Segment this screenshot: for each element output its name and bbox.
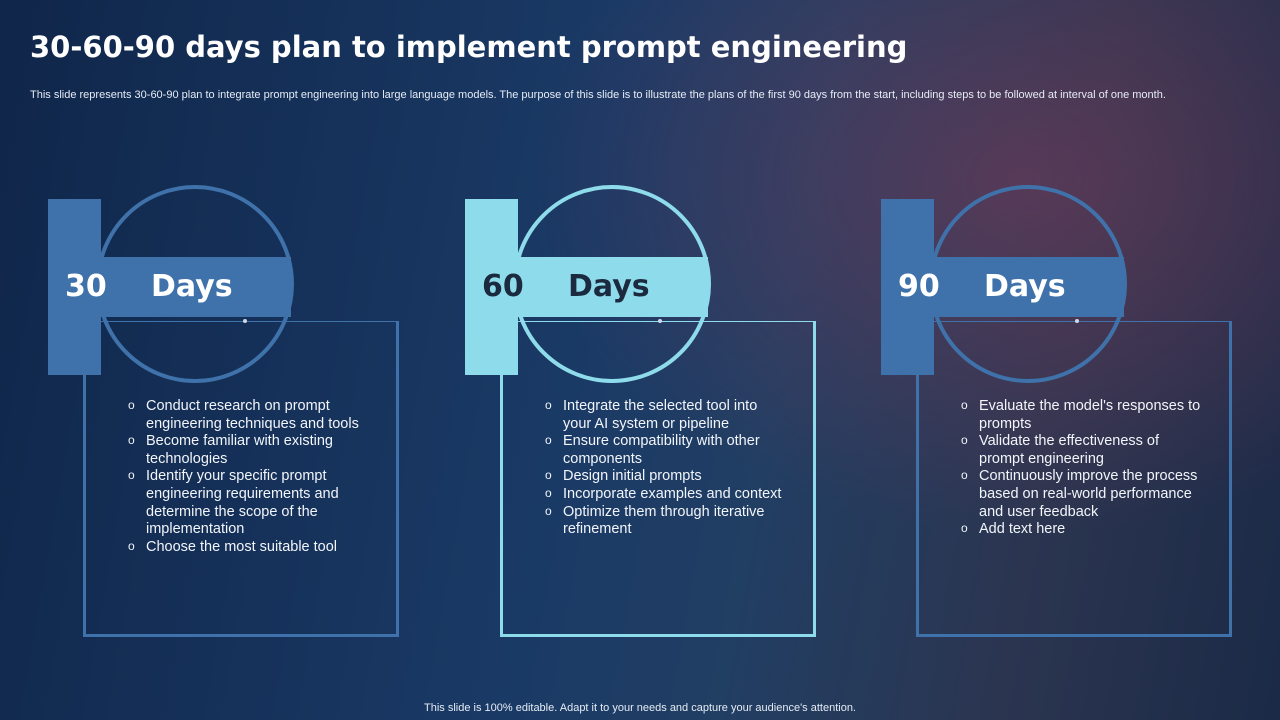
list-item: Ensure compatibility with other componen… (545, 432, 785, 468)
phase-label: Days (984, 269, 1066, 304)
list-item: Validate the effectiveness of prompt eng… (961, 432, 1201, 468)
connector-dot (243, 319, 247, 323)
phase-label: Days (568, 269, 650, 304)
phase-bar-horizontal (465, 257, 708, 317)
list-item: Identify your specific prompt engineerin… (128, 467, 368, 538)
list-item: Continuously improve the process based o… (961, 467, 1201, 521)
list-item: Incorporate examples and context (545, 485, 785, 504)
slide-title: 30-60-90 days plan to implement prompt e… (30, 30, 908, 64)
phase-number: 60 (482, 269, 524, 304)
slide-footer: This slide is 100% editable. Adapt it to… (424, 702, 856, 714)
phase-card-60: 60 Days Integrate the selected tool into… (465, 185, 865, 645)
list-item: Evaluate the model's responses to prompt… (961, 397, 1201, 433)
phase-task-list: Integrate the selected tool into your AI… (545, 397, 785, 539)
list-item: Choose the most suitable tool (128, 538, 368, 557)
list-item: Integrate the selected tool into your AI… (545, 397, 785, 433)
connector-dot (1075, 319, 1079, 323)
phase-task-list: Conduct research on prompt engineering t… (128, 397, 368, 557)
phase-task-list: Evaluate the model's responses to prompt… (961, 397, 1201, 539)
connector-dot (658, 319, 662, 323)
phase-card-90: 90 Days Evaluate the model's responses t… (881, 185, 1280, 645)
phase-card-30: 30 Days Conduct research on prompt engin… (48, 185, 448, 645)
phase-number: 90 (898, 269, 940, 304)
list-item: Design initial prompts (545, 467, 785, 486)
slide-description: This slide represents 30-60-90 plan to i… (30, 89, 1166, 101)
phase-number: 30 (65, 269, 107, 304)
list-item: Optimize them through iterative refineme… (545, 503, 785, 539)
list-item: Conduct research on prompt engineering t… (128, 397, 368, 433)
phase-bar-horizontal (881, 257, 1124, 317)
list-item: Add text here (961, 520, 1201, 539)
phase-bar-horizontal (48, 257, 291, 317)
phase-label: Days (151, 269, 233, 304)
list-item: Become familiar with existing technologi… (128, 432, 368, 468)
